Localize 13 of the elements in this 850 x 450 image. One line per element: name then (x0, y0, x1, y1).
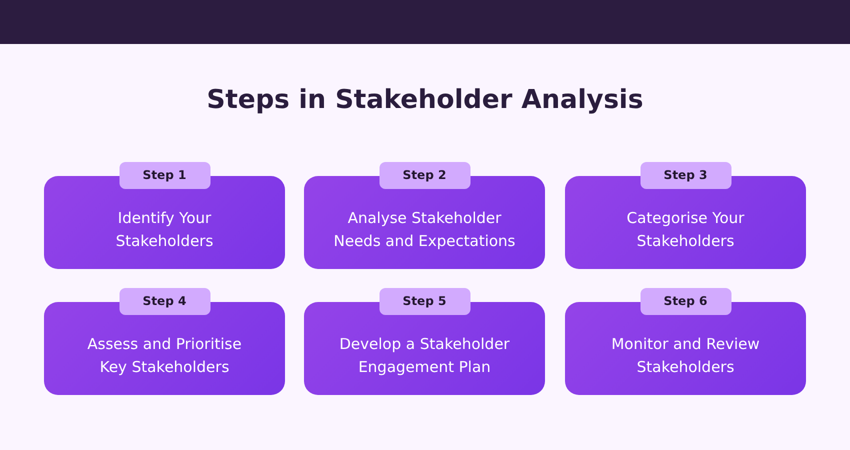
step-description: Monitor and Review Stakeholders (610, 334, 761, 378)
step-description: Analyse Stakeholder Needs and Expectations (332, 208, 516, 252)
diagram-title: Steps in Stakeholder Analysis (206, 84, 644, 117)
step-tag: Step 6 (640, 288, 731, 315)
step-tag: Step 1 (119, 162, 210, 189)
step-description: Develop a Stakeholder Engagement Plan (338, 334, 511, 378)
step-description: Assess and Prioritise Key Stakeholders (86, 334, 243, 378)
step-description: Identify Your Stakeholders (114, 208, 214, 252)
step-tag: Step 3 (640, 162, 731, 189)
step-tag: Step 4 (119, 288, 210, 315)
step-tag: Step 2 (379, 162, 470, 189)
step-description: Categorise Your Stakeholders (626, 208, 746, 252)
step-tag: Step 5 (379, 288, 470, 315)
